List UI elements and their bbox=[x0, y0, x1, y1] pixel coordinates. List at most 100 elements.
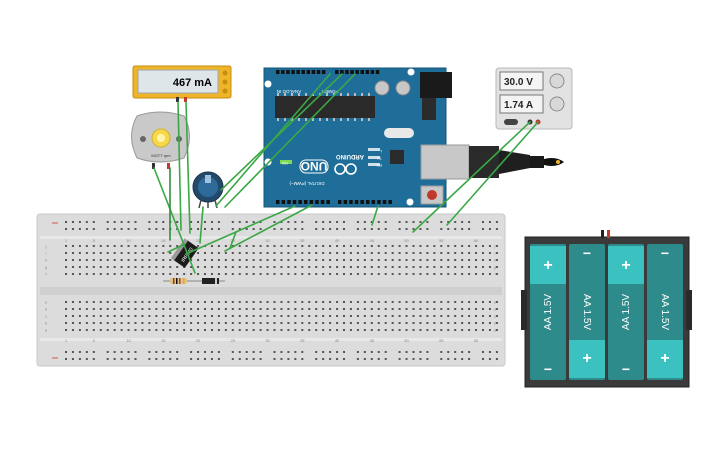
breadboard-hole[interactable] bbox=[71, 273, 74, 275]
breadboard-hole[interactable] bbox=[294, 322, 297, 324]
breadboard-hole[interactable] bbox=[488, 301, 491, 303]
breadboard-hole[interactable] bbox=[71, 358, 74, 360]
breadboard-hole[interactable] bbox=[141, 329, 144, 331]
usb-cable[interactable] bbox=[469, 146, 564, 178]
header-pin[interactable] bbox=[335, 70, 339, 74]
breadboard-hole[interactable] bbox=[99, 322, 102, 324]
current-knob[interactable] bbox=[549, 96, 565, 112]
breadboard-hole[interactable] bbox=[482, 358, 484, 360]
breadboard-hole[interactable] bbox=[363, 308, 366, 310]
breadboard-hole[interactable] bbox=[224, 301, 227, 303]
breadboard-hole[interactable] bbox=[113, 228, 116, 230]
breadboard-hole[interactable] bbox=[294, 358, 297, 360]
breadboard-hole[interactable] bbox=[141, 273, 144, 275]
breadboard-hole[interactable] bbox=[433, 245, 436, 247]
breadboard-hole[interactable] bbox=[266, 301, 269, 303]
breadboard-hole[interactable] bbox=[433, 308, 436, 310]
breadboard-hole[interactable] bbox=[398, 315, 401, 317]
breadboard-hole[interactable] bbox=[329, 351, 332, 353]
breadboard-hole[interactable] bbox=[85, 221, 88, 223]
breadboard-hole[interactable] bbox=[329, 252, 332, 254]
breadboard-hole[interactable] bbox=[433, 301, 436, 303]
breadboard-hole[interactable] bbox=[377, 221, 380, 223]
breadboard-hole[interactable] bbox=[308, 308, 311, 310]
breadboard-hole[interactable] bbox=[273, 322, 276, 324]
breadboard-hole[interactable] bbox=[433, 322, 436, 324]
breadboard-hole[interactable] bbox=[440, 245, 443, 247]
breadboard-hole[interactable] bbox=[127, 351, 130, 353]
breadboard-hole[interactable] bbox=[461, 351, 464, 353]
breadboard-hole[interactable] bbox=[482, 329, 484, 331]
breadboard-hole[interactable] bbox=[461, 308, 464, 310]
breadboard-hole[interactable] bbox=[113, 266, 116, 268]
breadboard-hole[interactable] bbox=[273, 259, 276, 261]
breadboard-hole[interactable] bbox=[488, 273, 491, 275]
breadboard-hole[interactable] bbox=[301, 322, 304, 324]
breadboard-hole[interactable] bbox=[405, 329, 408, 331]
breadboard-hole[interactable] bbox=[197, 301, 200, 303]
breadboard-hole[interactable] bbox=[127, 228, 130, 230]
header-pin[interactable] bbox=[301, 70, 306, 74]
breadboard-hole[interactable] bbox=[405, 308, 408, 310]
breadboard-hole[interactable] bbox=[488, 322, 491, 324]
breadboard-hole[interactable] bbox=[447, 245, 450, 247]
breadboard-hole[interactable] bbox=[447, 308, 450, 310]
breadboard-hole[interactable] bbox=[78, 308, 81, 310]
breadboard-hole[interactable] bbox=[461, 245, 464, 247]
breadboard-hole[interactable] bbox=[85, 228, 88, 230]
breadboard-hole[interactable] bbox=[252, 221, 255, 223]
breadboard-hole[interactable] bbox=[329, 228, 332, 230]
breadboard-hole[interactable] bbox=[127, 358, 130, 360]
breadboard-hole[interactable] bbox=[120, 358, 123, 360]
breadboard-hole[interactable] bbox=[343, 245, 345, 247]
wire[interactable] bbox=[185, 205, 296, 255]
breadboard-hole[interactable] bbox=[447, 351, 450, 353]
breadboard-hole[interactable] bbox=[343, 308, 345, 310]
breadboard-hole[interactable] bbox=[294, 221, 297, 223]
breadboard-hole[interactable] bbox=[148, 301, 151, 303]
breadboard-hole[interactable] bbox=[468, 259, 471, 261]
breadboard-hole[interactable] bbox=[370, 266, 373, 268]
breadboard-hole[interactable] bbox=[231, 329, 234, 331]
breadboard-hole[interactable] bbox=[217, 266, 220, 268]
breadboard-hole[interactable] bbox=[405, 351, 408, 353]
breadboard-hole[interactable] bbox=[148, 259, 151, 261]
breadboard-hole[interactable] bbox=[99, 329, 102, 331]
breadboard-hole[interactable] bbox=[336, 266, 339, 268]
breadboard-hole[interactable] bbox=[134, 273, 137, 275]
breadboard-hole[interactable] bbox=[440, 221, 443, 223]
breadboard-hole[interactable] bbox=[308, 315, 311, 317]
breadboard-hole[interactable] bbox=[447, 259, 450, 261]
breadboard-hole[interactable] bbox=[322, 266, 325, 268]
breadboard-hole[interactable] bbox=[162, 358, 165, 360]
breadboard-hole[interactable] bbox=[363, 252, 366, 254]
breadboard-hole[interactable] bbox=[287, 308, 290, 310]
breadboard-hole[interactable] bbox=[197, 252, 200, 254]
breadboard-hole[interactable] bbox=[482, 315, 484, 317]
breadboard-hole[interactable] bbox=[217, 221, 220, 223]
breadboard-hole[interactable] bbox=[440, 322, 443, 324]
dc-motor[interactable]: MOTT rpm bbox=[131, 111, 190, 169]
breadboard-hole[interactable] bbox=[155, 266, 158, 268]
breadboard-hole[interactable] bbox=[398, 252, 401, 254]
breadboard-hole[interactable] bbox=[308, 245, 311, 247]
breadboard-hole[interactable] bbox=[210, 273, 213, 275]
breadboard-hole[interactable] bbox=[322, 259, 325, 261]
breadboard-hole[interactable] bbox=[259, 358, 262, 360]
breadboard-hole[interactable] bbox=[329, 245, 332, 247]
breadboard-hole[interactable] bbox=[363, 228, 366, 230]
breadboard-hole[interactable] bbox=[454, 228, 457, 230]
header-pin[interactable] bbox=[345, 70, 349, 74]
breadboard-hole[interactable] bbox=[190, 228, 193, 230]
breadboard-hole[interactable] bbox=[454, 266, 457, 268]
breadboard-hole[interactable] bbox=[356, 245, 359, 247]
breadboard-hole[interactable] bbox=[71, 228, 74, 230]
header-pin[interactable] bbox=[382, 200, 387, 204]
breadboard-hole[interactable] bbox=[495, 252, 498, 254]
breadboard-hole[interactable] bbox=[65, 351, 67, 353]
breadboard-hole[interactable] bbox=[412, 329, 415, 331]
breadboard-hole[interactable] bbox=[169, 351, 172, 353]
breadboard-hole[interactable] bbox=[259, 245, 262, 247]
breadboard-hole[interactable] bbox=[113, 259, 116, 261]
breadboard-hole[interactable] bbox=[447, 221, 450, 223]
